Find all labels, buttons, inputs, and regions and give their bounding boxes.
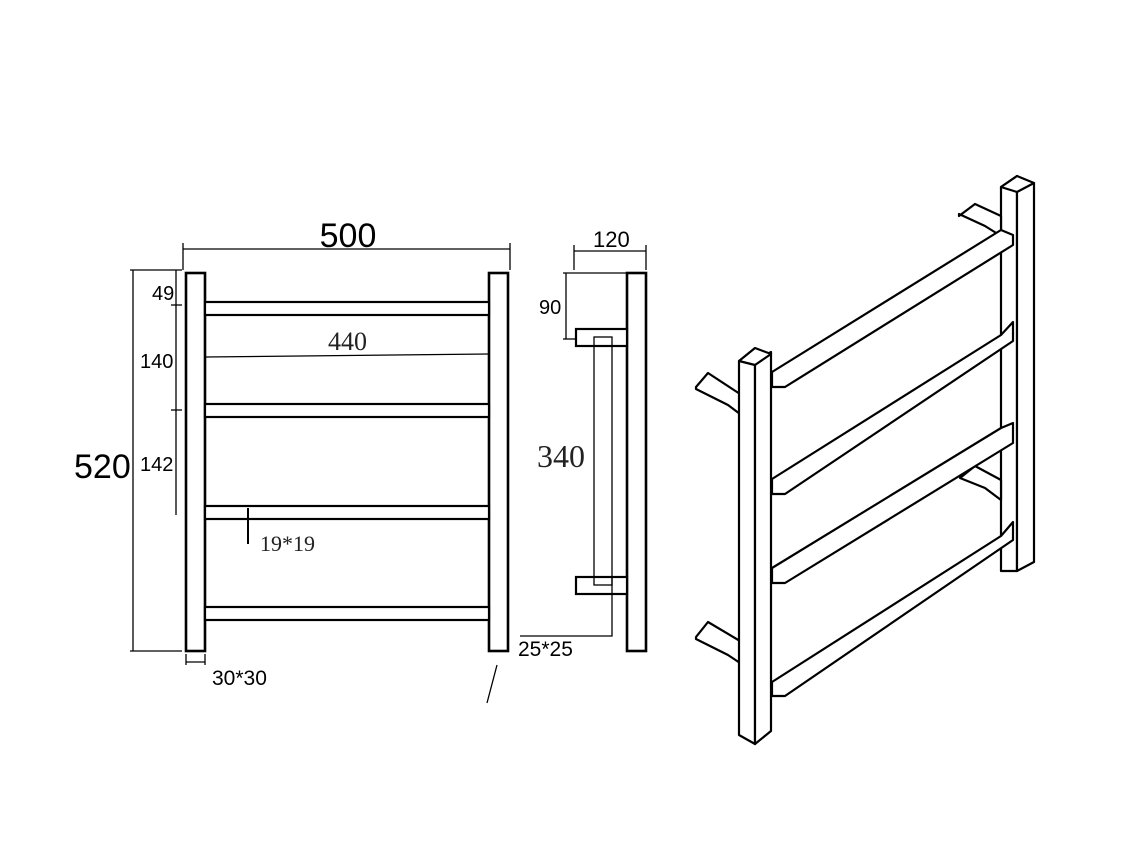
front-bar [203, 300, 491, 317]
front-bar [203, 402, 491, 419]
bracket-height-label: 90 [539, 297, 561, 319]
iso-back-post-front [1015, 181, 1036, 573]
depth-label: 120 [593, 227, 630, 252]
height-dimension: 520 [74, 269, 182, 652]
iso-bars [770, 228, 1015, 698]
front-bars [203, 300, 491, 622]
iso-front-bracket-lower [694, 620, 742, 665]
front-view: 500 520 49 140 142 440 19*19 30*30 [74, 217, 511, 704]
iso-front-post-side [737, 348, 757, 746]
iso-back-post-top [999, 174, 1036, 194]
height-label: 520 [74, 448, 131, 486]
side-view: 120 90 340 25*25 [518, 227, 648, 661]
side-post [625, 271, 648, 653]
front-bar [203, 605, 491, 622]
iso-front-post-top [737, 346, 773, 367]
isometric-view [694, 174, 1036, 746]
spacing-dimensions: 49 140 142 [140, 270, 182, 515]
left-post [184, 271, 207, 653]
bar-length-label: 440 [328, 327, 367, 356]
width-label: 500 [320, 217, 377, 255]
right-post [487, 271, 510, 653]
front-bar [203, 504, 491, 521]
width-dimension: 500 [182, 217, 511, 270]
iso-back-bracket [957, 202, 1003, 238]
post-section-label: 30*30 [212, 667, 267, 690]
bracket-section-label: 25*25 [518, 638, 573, 661]
bar-section-label: 19*19 [260, 531, 315, 556]
top-offset-label: 49 [152, 283, 174, 305]
spacing-2-label: 142 [140, 454, 173, 476]
iso-front-bracket [694, 371, 742, 416]
spacing-1-label: 140 [140, 351, 173, 373]
bracket-stem [593, 336, 613, 586]
bracket-spacing-label: 340 [537, 438, 585, 474]
iso-front-post-front [753, 350, 773, 746]
